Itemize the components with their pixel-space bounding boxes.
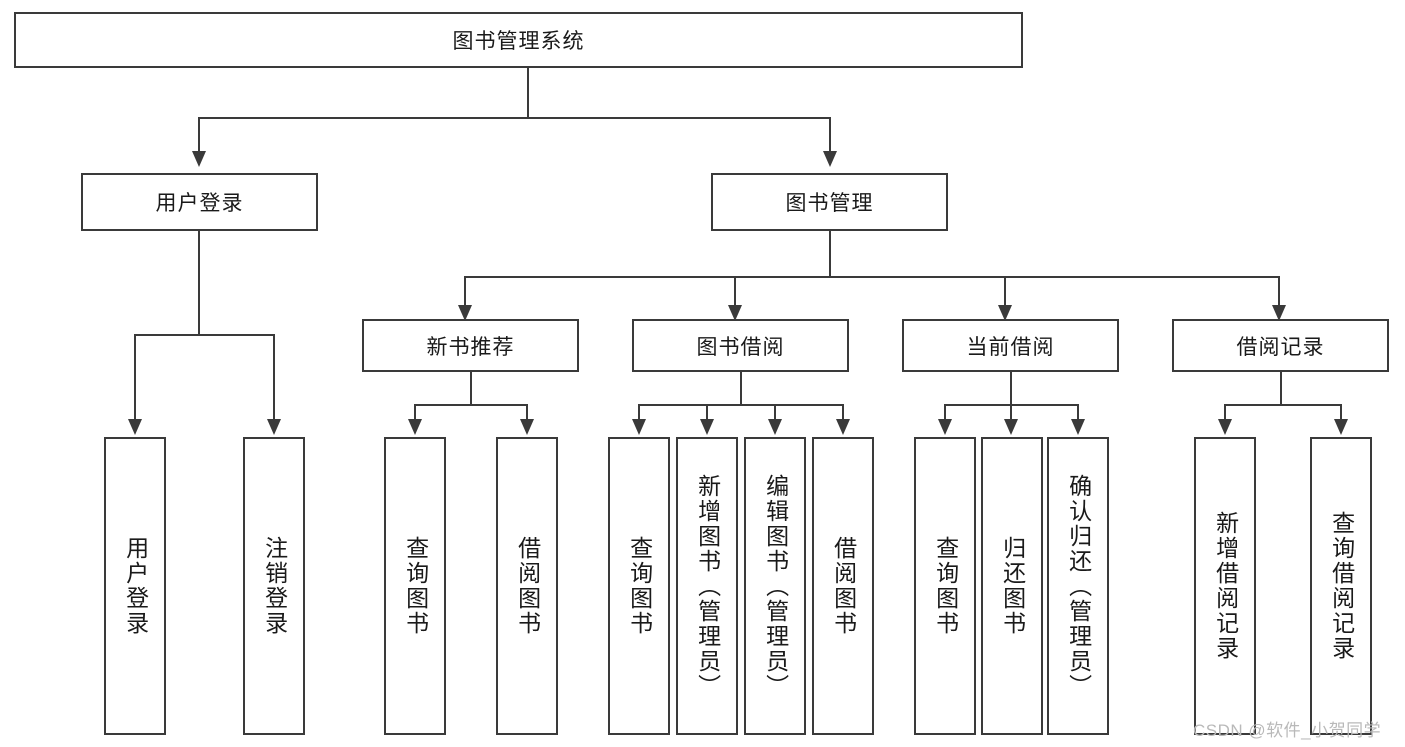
connector-new-book-recommend-stem	[470, 372, 472, 405]
arrow-down-icon	[458, 305, 472, 321]
connector-nbr-drop-1	[414, 404, 416, 421]
node-label: 图书借阅	[696, 335, 785, 359]
node-label: 图书管理	[785, 192, 874, 215]
connector-root-to-user-login	[198, 117, 200, 153]
node-label: 新增借阅记录	[1212, 511, 1239, 661]
connector-to-current-borrow	[1004, 276, 1006, 307]
connector-br-drop-1	[1224, 404, 1226, 421]
connector-user-login-drop-1	[134, 334, 136, 421]
node-label: 当前借阅	[966, 335, 1055, 359]
connector-br-drop-2	[1340, 404, 1342, 421]
connector-borrow-record-stem	[1280, 372, 1282, 405]
leaf-add-record[interactable]: 新增借阅记录	[1194, 437, 1256, 735]
connector-level3-bus	[464, 276, 1279, 278]
leaf-return-book[interactable]: 归还图书	[981, 437, 1043, 735]
connector-bb-drop-1	[638, 404, 640, 421]
arrow-down-icon	[267, 419, 281, 435]
leaf-query-book-1[interactable]: 查询图书	[384, 437, 446, 735]
connector-root-bus	[198, 117, 830, 119]
node-label: 注销登录	[261, 536, 288, 636]
node-label: 新书推荐	[426, 335, 515, 359]
arrow-down-icon	[1004, 419, 1018, 435]
node-new-book-recommend[interactable]: 新书推荐	[362, 319, 579, 372]
connector-to-borrow-record	[1278, 276, 1280, 307]
leaf-add-book[interactable]: 新增图书（管理员）	[676, 437, 738, 735]
leaf-confirm-return[interactable]: 确认归还（管理员）	[1047, 437, 1109, 735]
connector-to-new-book-recommend	[464, 276, 466, 307]
node-label: 归还图书	[999, 536, 1026, 636]
node-current-borrow[interactable]: 当前借阅	[902, 319, 1119, 372]
node-label: 编辑图书（管理员）	[762, 473, 789, 699]
leaf-borrow-book-1[interactable]: 借阅图书	[496, 437, 558, 735]
csdn-watermark: CSDN @软件_小贺同学	[1193, 721, 1382, 740]
node-borrow-record[interactable]: 借阅记录	[1172, 319, 1389, 372]
arrow-down-icon	[128, 419, 142, 435]
arrow-down-icon	[192, 151, 206, 167]
node-book-borrow[interactable]: 图书借阅	[632, 319, 849, 372]
connector-bb-drop-2	[706, 404, 708, 421]
arrow-down-icon	[823, 151, 837, 167]
arrow-down-icon	[938, 419, 952, 435]
arrow-down-icon	[632, 419, 646, 435]
node-label: 图书管理系统	[452, 30, 585, 53]
connector-to-book-borrow	[734, 276, 736, 307]
arrow-down-icon	[728, 305, 742, 321]
node-label: 查询图书	[402, 536, 429, 636]
arrow-down-icon	[1334, 419, 1348, 435]
arrow-down-icon	[520, 419, 534, 435]
connector-current-borrow-stem	[1010, 372, 1012, 405]
arrow-down-icon	[408, 419, 422, 435]
connector-nbr-drop-2	[526, 404, 528, 421]
connector-cb-drop-1	[944, 404, 946, 421]
node-label: 用户登录	[155, 192, 244, 215]
node-root-book-management-system[interactable]: 图书管理系统	[14, 12, 1023, 68]
leaf-edit-book[interactable]: 编辑图书（管理员）	[744, 437, 806, 735]
leaf-borrow-book-2[interactable]: 借阅图书	[812, 437, 874, 735]
connector-cb-drop-2	[1010, 404, 1012, 421]
connector-bb-drop-3	[774, 404, 776, 421]
node-label: 借阅图书	[830, 536, 857, 636]
connector-new-book-recommend-bus	[414, 404, 527, 406]
arrow-down-icon	[998, 305, 1012, 321]
connector-book-borrow-stem	[740, 372, 742, 405]
connector-user-login-drop-2	[273, 334, 275, 421]
connector-root-stem	[527, 68, 529, 118]
node-user-login[interactable]: 用户登录	[81, 173, 318, 231]
arrow-down-icon	[768, 419, 782, 435]
connector-root-to-book-management	[829, 117, 831, 153]
connector-user-login-bus	[134, 334, 274, 336]
arrow-down-icon	[700, 419, 714, 435]
connector-user-login-stem	[198, 231, 200, 335]
node-label: 查询图书	[626, 536, 653, 636]
arrow-down-icon	[1071, 419, 1085, 435]
leaf-user-logout[interactable]: 注销登录	[243, 437, 305, 735]
node-label: 新增图书（管理员）	[694, 473, 721, 699]
connector-borrow-record-bus	[1224, 404, 1341, 406]
connector-cb-drop-3	[1077, 404, 1079, 421]
node-label: 借阅图书	[514, 536, 541, 636]
node-label: 借阅记录	[1236, 335, 1325, 359]
leaf-user-login[interactable]: 用户登录	[104, 437, 166, 735]
leaf-query-record[interactable]: 查询借阅记录	[1310, 437, 1372, 735]
node-label: 用户登录	[122, 536, 149, 636]
arrow-down-icon	[1272, 305, 1286, 321]
connector-book-management-stem	[829, 231, 831, 277]
arrow-down-icon	[836, 419, 850, 435]
leaf-query-book-2[interactable]: 查询图书	[608, 437, 670, 735]
node-label: 确认归还（管理员）	[1065, 473, 1092, 699]
arrow-down-icon	[1218, 419, 1232, 435]
node-label: 查询借阅记录	[1328, 511, 1355, 661]
node-label: 查询图书	[932, 536, 959, 636]
connector-bb-drop-4	[842, 404, 844, 421]
connector-book-borrow-bus	[638, 404, 844, 406]
node-book-management[interactable]: 图书管理	[711, 173, 948, 231]
leaf-query-book-3[interactable]: 查询图书	[914, 437, 976, 735]
